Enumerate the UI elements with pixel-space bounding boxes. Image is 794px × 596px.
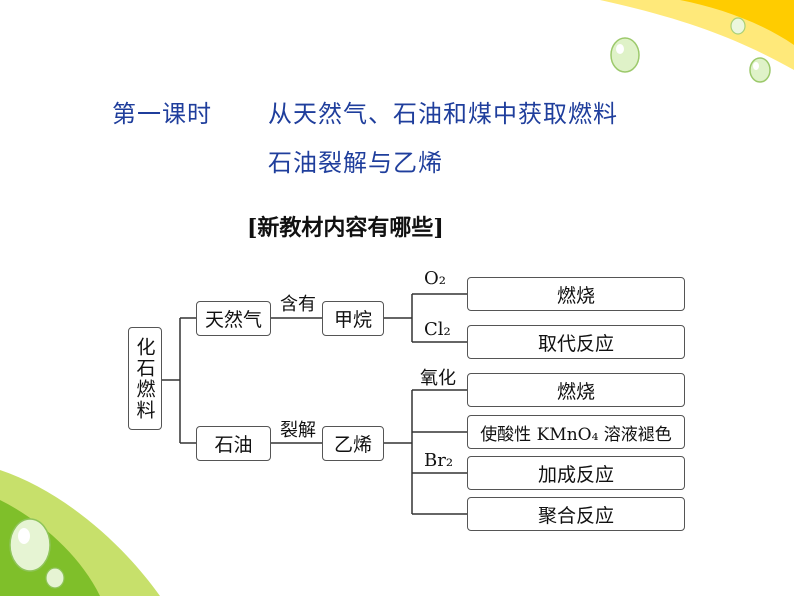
water-drop-icon (45, 567, 65, 589)
source-label: 天然气 (204, 309, 262, 331)
water-drop-icon (749, 57, 771, 83)
lesson-label: 第一课时 (112, 100, 212, 128)
result-node: 燃烧 (467, 277, 685, 311)
reagent-label: O₂ (424, 268, 446, 289)
result-label: 聚合反应 (537, 504, 614, 527)
subtopic-title: 石油裂解与乙烯 (268, 149, 443, 177)
water-drop-icon (9, 518, 51, 572)
root-node: 化石燃料 (128, 327, 162, 430)
substance-node-methane: 甲烷 (322, 301, 384, 336)
top-swoosh (680, 0, 794, 45)
result-label: 燃烧 (556, 380, 595, 403)
water-drop-icon (610, 37, 640, 73)
reagent-label: Br₂ (424, 450, 454, 471)
source-label: 石油 (214, 434, 253, 456)
result-node: 聚合反应 (467, 497, 685, 531)
reagent-label: Cl₂ (424, 319, 451, 340)
topic-title: 从天然气、石油和煤中获取燃料 (268, 100, 618, 128)
substance-label: 甲烷 (333, 309, 372, 331)
result-node: 使酸性 KMnO₄ 溶液褪色 (467, 415, 685, 449)
result-node: 加成反应 (467, 456, 685, 490)
result-node: 燃烧 (467, 373, 685, 407)
source-node-natural-gas: 天然气 (196, 301, 271, 336)
root-label: 化石燃料 (133, 336, 156, 421)
water-drop-icon (730, 17, 746, 35)
result-label: 燃烧 (556, 284, 595, 307)
result-node: 取代反应 (467, 325, 685, 359)
section-heading: [新教材内容有哪些] (247, 215, 444, 241)
result-label: 加成反应 (537, 463, 614, 486)
result-label: 取代反应 (537, 332, 614, 355)
relation-label: 裂解 (280, 420, 316, 441)
substance-node-ethylene: 乙烯 (322, 426, 384, 461)
source-node-petroleum: 石油 (196, 426, 271, 461)
substance-label: 乙烯 (333, 434, 372, 456)
reagent-label: 氧化 (420, 368, 456, 389)
result-label: 使酸性 KMnO₄ 溶液褪色 (480, 424, 672, 445)
relation-label: 含有 (280, 294, 316, 315)
